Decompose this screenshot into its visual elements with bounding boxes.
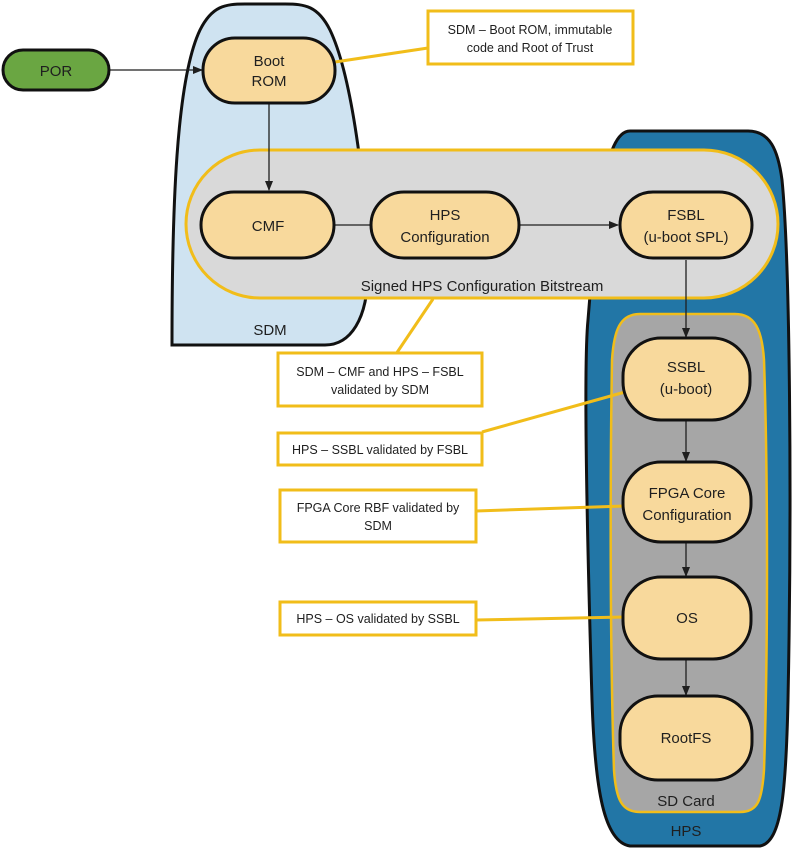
callout-boot-rom: SDM – Boot ROM, immutable code and Root … xyxy=(426,9,635,66)
node-ssbl: SSBL (u-boot) xyxy=(621,336,752,422)
connector-os xyxy=(475,615,626,622)
svg-text:SDM – CMF and HPS – FSBL: SDM – CMF and HPS – FSBL xyxy=(296,365,463,379)
svg-text:code and Root of Trust: code and Root of Trust xyxy=(467,41,594,55)
flow-arrows xyxy=(109,66,690,696)
sd-card-label: SD Card xyxy=(657,793,715,810)
hps-label: HPS xyxy=(671,823,702,840)
sd-card-region xyxy=(609,312,769,814)
node-por: POR xyxy=(1,48,111,92)
svg-text:SDM: SDM xyxy=(364,519,392,533)
callout-os: HPS – OS validated by SSBL xyxy=(278,600,478,637)
svg-text:HPS: HPS xyxy=(430,207,461,224)
callout-cmf-fsbl: SDM – CMF and HPS – FSBL validated by SD… xyxy=(276,351,484,408)
connector-fpga xyxy=(475,504,626,513)
svg-text:Configuration: Configuration xyxy=(642,507,731,524)
svg-text:SDM – Boot ROM, immutable: SDM – Boot ROM, immutable xyxy=(448,23,613,37)
svg-text:RootFS: RootFS xyxy=(661,730,712,747)
svg-text:FSBL: FSBL xyxy=(667,207,705,224)
sdm-label: SDM xyxy=(253,322,286,339)
svg-text:ROM: ROM xyxy=(252,73,287,90)
bitstream-label: Signed HPS Configuration Bitstream xyxy=(361,278,604,295)
node-fpga-core-configuration: FPGA Core Configuration xyxy=(621,460,753,544)
svg-text:FPGA Core: FPGA Core xyxy=(649,485,726,502)
svg-text:HPS – SSBL validated by FSBL: HPS – SSBL validated by FSBL xyxy=(292,443,468,457)
node-rootfs: RootFS xyxy=(618,694,754,782)
node-hps-configuration: HPS Configuration xyxy=(369,190,521,260)
node-boot-rom: Boot ROM xyxy=(201,36,337,105)
node-fsbl: FSBL (u-boot SPL) xyxy=(618,190,754,260)
callout-connectors xyxy=(334,46,626,622)
svg-text:FPGA Core RBF validated by: FPGA Core RBF validated by xyxy=(297,501,460,515)
svg-text:HPS – OS validated by SSBL: HPS – OS validated by SSBL xyxy=(296,612,459,626)
connector-cmf-fsbl xyxy=(394,298,435,355)
svg-text:CMF: CMF xyxy=(252,218,285,235)
svg-text:Configuration: Configuration xyxy=(400,229,489,246)
callout-fpga: FPGA Core RBF validated by SDM xyxy=(278,488,478,544)
svg-text:(u-boot): (u-boot) xyxy=(660,381,713,398)
svg-text:Boot: Boot xyxy=(254,53,286,70)
svg-text:POR: POR xyxy=(40,63,73,80)
node-cmf: CMF xyxy=(199,190,336,260)
svg-text:SSBL: SSBL xyxy=(667,359,705,376)
svg-text:(u-boot SPL): (u-boot SPL) xyxy=(643,229,728,246)
svg-text:OS: OS xyxy=(676,610,698,627)
node-os: OS xyxy=(621,575,753,661)
connector-boot-rom xyxy=(334,46,429,64)
connector-ssbl xyxy=(481,390,626,434)
svg-text:validated by SDM: validated by SDM xyxy=(331,383,429,397)
callout-ssbl: HPS – SSBL validated by FSBL xyxy=(276,431,484,467)
